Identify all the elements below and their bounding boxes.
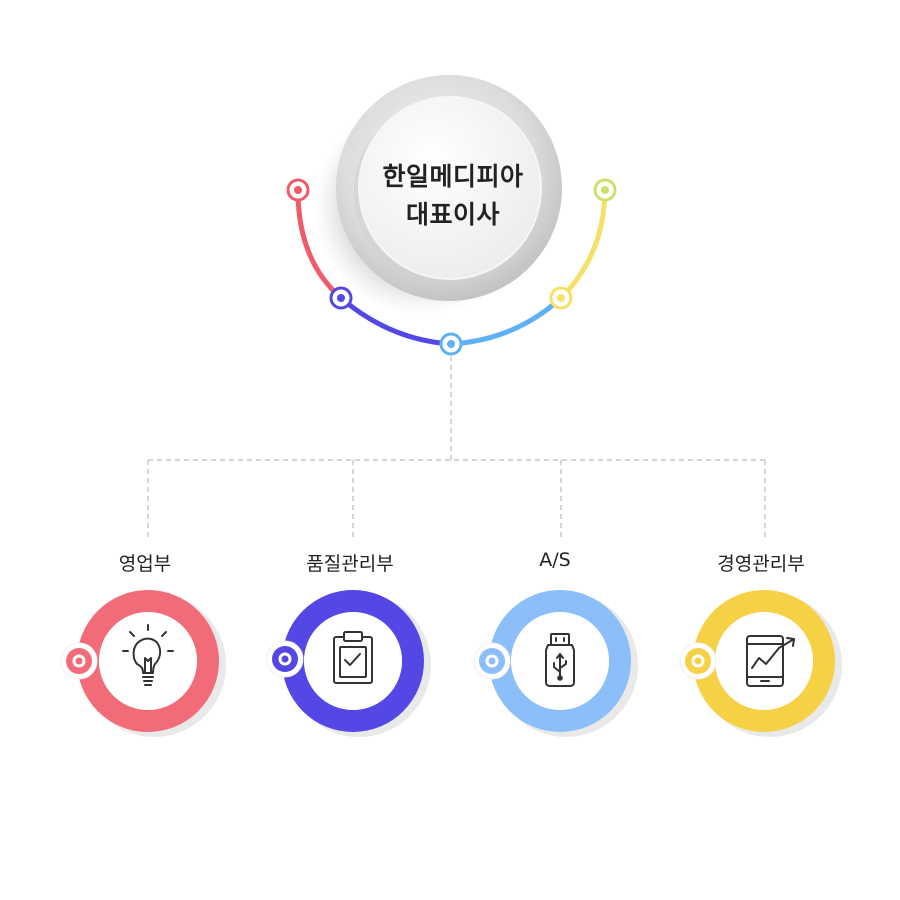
arc-red — [295, 188, 344, 301]
dept-node-as — [473, 590, 638, 737]
clipboard-check-icon — [333, 631, 373, 684]
dept-label-as: A/S — [539, 549, 571, 571]
dept-label-quality: 품질관리부 — [306, 553, 394, 575]
arc-node-red — [286, 178, 310, 202]
dept-label-management: 경영관리부 — [717, 553, 805, 575]
company-name: 한일메디피아 — [382, 162, 524, 191]
arc-yellow — [558, 188, 608, 301]
ceo-title: 한일메디피아 대표이사 — [368, 158, 538, 234]
ceo-circle-inner — [358, 96, 542, 280]
tablet-chart-icon — [746, 635, 795, 687]
arc-node-blue — [439, 332, 463, 356]
arc-node-yellow — [549, 286, 573, 310]
arc-node-purple — [329, 286, 353, 310]
arc-purple — [338, 295, 454, 347]
connector-lines — [147, 356, 766, 538]
usb-drive-icon — [545, 633, 575, 687]
arc-blue — [448, 295, 564, 347]
lightbulb-icon — [122, 624, 174, 686]
dept-label-sales: 영업부 — [118, 553, 172, 575]
dept-node-quality — [266, 590, 431, 737]
dept-node-sales — [60, 590, 226, 737]
ceo-role: 대표이사 — [405, 200, 500, 229]
arc-node-lime — [593, 178, 617, 202]
